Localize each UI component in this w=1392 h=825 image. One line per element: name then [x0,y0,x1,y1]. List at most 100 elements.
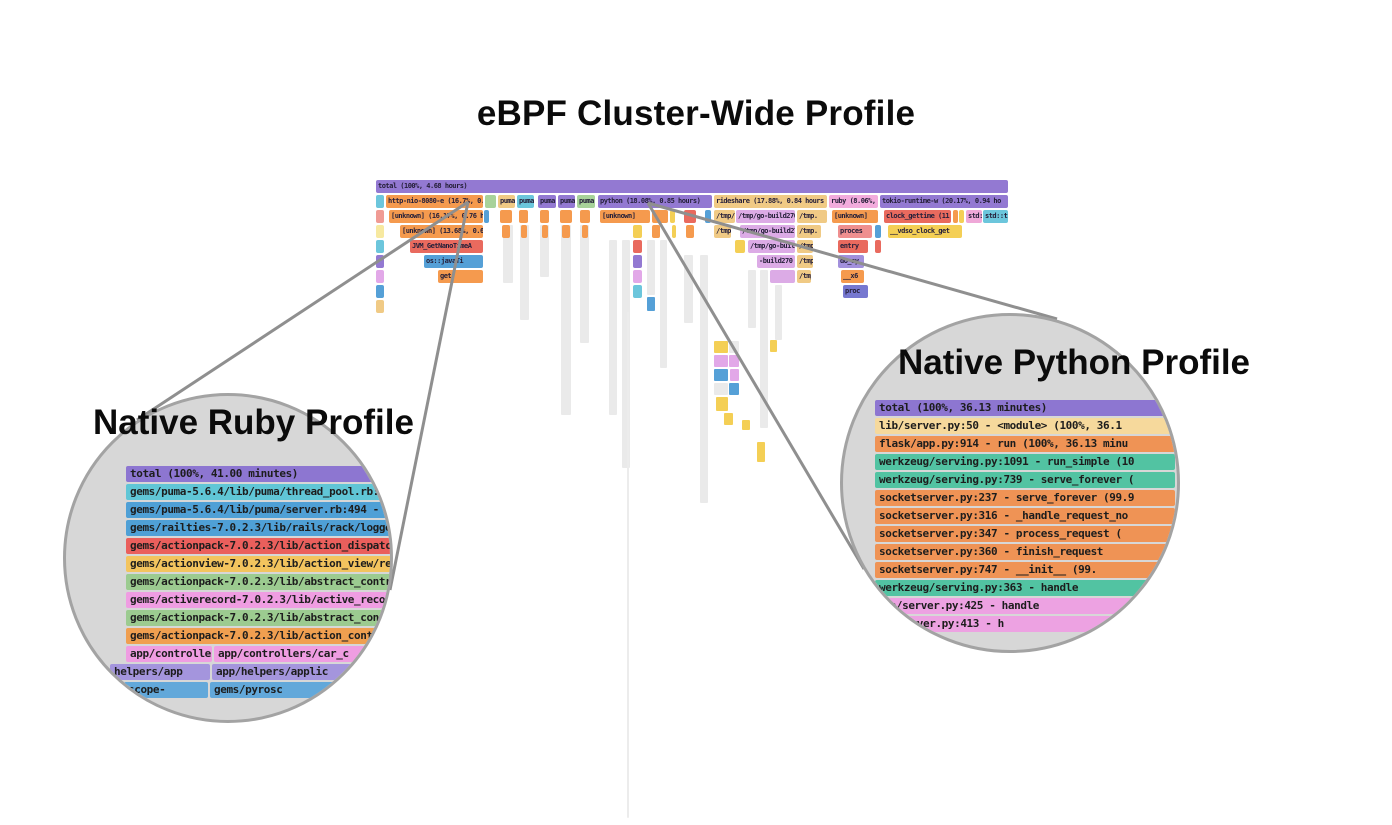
flame-cell[interactable] [633,285,642,298]
flame-cell[interactable]: puma [577,195,595,208]
flame-cell[interactable]: /tmp/s [714,210,735,223]
flame-cell[interactable]: puma [558,195,575,208]
flame-cell[interactable] [672,225,676,238]
flame-cell[interactable] [502,225,510,238]
flame-cell[interactable] [735,240,745,253]
python-flame-row[interactable]: lib/server.py:50 - <module> (100%, 36.1 [875,418,1175,434]
flame-cell[interactable]: total (100%, 4.68 hours) [376,180,1008,193]
flame-cell[interactable]: /tmp [714,225,731,238]
flame-cell[interactable]: os::javaTi [424,255,483,268]
ruby-flame-row[interactable]: helpers/app [110,664,210,680]
ruby-flame-row[interactable]: gems/actionpack-7.0.2.3/lib/abstract_con… [126,610,390,626]
flame-cell[interactable] [560,210,572,223]
python-flame-row[interactable]: socketserver.py:237 - serve_forever (99.… [875,490,1175,506]
flame-cell[interactable]: rideshare (17.88%, 0.84 hours [714,195,827,208]
flame-cell[interactable]: /tmp/go-build270 [740,225,795,238]
flame-cell[interactable] [652,225,660,238]
flame-cell[interactable]: [unknown] (16.17%, 0.76 ho [389,210,483,223]
flame-cell[interactable]: std: [966,210,982,223]
ruby-flame-row[interactable]: gems/actionpack-7.0.2.3/lib/action_dispa… [126,538,390,554]
flame-cell[interactable]: puma [538,195,556,208]
ruby-flame-row[interactable]: gems/actionview-7.0.2.3/lib/action_view/… [126,556,390,572]
ruby-flame-row[interactable]: gems/pyrosc [210,682,390,698]
flame-cell[interactable] [580,210,590,223]
flame-cell[interactable] [376,225,384,238]
flame-cell[interactable]: std::t [983,210,1008,223]
ruby-flame-row[interactable]: gems/activerecord-7.0.2.3/lib/active_rec… [126,592,390,608]
python-flame-row[interactable]: socketserver.py:316 - _handle_request_no [875,508,1175,524]
flame-cell[interactable]: puma [517,195,534,208]
flame-cell[interactable] [376,270,384,283]
flame-cell[interactable] [633,240,642,253]
flame-cell[interactable] [376,240,384,253]
flame-cell[interactable]: /tmp/go-build270 [736,210,795,223]
flame-cell[interactable] [686,225,694,238]
flame-cell[interactable]: [unknown] [832,210,878,223]
ruby-flame-row[interactable]: scope- [124,682,208,698]
flame-cell[interactable] [875,225,881,238]
ruby-flame-row[interactable]: app/controllers [126,646,212,662]
flame-cell[interactable]: proc [843,285,868,298]
ruby-flame-row[interactable]: gems/puma-5.6.4/lib/puma/thread_pool.rb:… [126,484,390,500]
flame-cell[interactable]: /tmp. [797,210,827,223]
flame-cell[interactable]: /tmp. [797,270,811,283]
python-flame-row[interactable]: http/server.py:413 - h [863,616,1163,632]
flame-cell[interactable]: proces [838,225,872,238]
ruby-flame-row[interactable]: gems/railties-7.0.2.3/lib/rails/rack/log… [126,520,390,536]
flame-cell[interactable]: [unknown] [600,210,650,223]
flame-cell[interactable] [582,225,588,238]
flame-cell[interactable] [770,270,795,283]
ruby-flame-row[interactable]: app/controllers/car_c [214,646,390,662]
flame-cell[interactable] [376,300,384,313]
flame-cell[interactable]: get [438,270,483,283]
flame-cell[interactable] [633,255,642,268]
flame-cell[interactable]: -build270 [757,255,795,268]
flame-cell[interactable] [376,195,384,208]
python-flame-row[interactable]: http/server.py:425 - handle [867,598,1167,614]
ruby-flame-row[interactable]: app/helpers/applic [212,664,390,680]
flame-cell[interactable]: __vdso_clock_get [888,225,962,238]
flame-cell[interactable]: puma [498,195,515,208]
flame-cell[interactable]: python (18.08%, 0.85 hours) [598,195,712,208]
flame-cell[interactable]: ruby (8.06%, [829,195,878,208]
flame-cell[interactable] [484,210,489,223]
flame-cell[interactable]: /tmp/go-build270 [748,240,795,253]
flame-cell[interactable] [705,210,711,223]
python-flame-row[interactable]: werkzeug/serving.py:363 - handle [875,580,1175,596]
flame-cell[interactable]: http-nio-8080-e (16.7%, 0.7 [386,195,483,208]
flame-cell[interactable] [540,210,549,223]
python-flame-row[interactable]: socketserver.py:360 - finish_request [875,544,1175,560]
flame-cell[interactable]: /tmp. [797,225,821,238]
flame-cell[interactable]: entry [838,240,868,253]
flame-cell[interactable] [652,210,668,223]
flame-cell[interactable] [875,240,881,253]
flame-cell[interactable] [953,210,958,223]
flame-cell[interactable] [959,210,964,223]
flame-cell[interactable]: clock_gettime (11 [884,210,951,223]
flame-cell[interactable] [521,225,527,238]
flame-cell[interactable]: tokio-runtime-w (20.17%, 0.94 ho [880,195,1008,208]
flame-cell[interactable] [485,195,496,208]
flame-cell[interactable] [562,225,570,238]
flame-cell[interactable] [670,210,675,223]
flame-cell[interactable] [633,270,642,283]
flame-cell[interactable] [500,210,512,223]
flame-cell[interactable]: /tmp. [797,255,813,268]
flame-cell[interactable] [542,225,548,238]
ruby-flame-row[interactable]: gems/puma-5.6.4/lib/puma/server.rb:494 -… [126,502,390,518]
flame-cell[interactable] [633,225,642,238]
flame-cell[interactable] [376,210,384,223]
ruby-flame-row[interactable]: gems/actionpack-7.0.2.3/lib/abstract_con… [126,574,390,590]
ruby-flame-row[interactable]: total (100%, 41.00 minutes) [126,466,390,482]
flame-cell[interactable] [376,285,384,298]
python-flame-row[interactable]: werkzeug/serving.py:739 - serve_forever … [875,472,1175,488]
python-flame-row[interactable]: total (100%, 36.13 minutes) [875,400,1175,416]
python-flame-row[interactable]: socketserver.py:347 - process_request ( [875,526,1175,542]
ruby-flame-row[interactable]: gems/actionpack-7.0.2.3/lib/action_contr [126,628,390,644]
flame-cell[interactable] [519,210,528,223]
python-flame-row[interactable]: flask/app.py:914 - run (100%, 36.13 minu [875,436,1175,452]
python-flame-row[interactable]: werkzeug/serving.py:1091 - run_simple (1… [875,454,1175,470]
flame-cell[interactable]: __x6 [841,270,864,283]
flame-cell[interactable]: JVM_GetNanoTimeA [410,240,483,253]
python-flame-row[interactable]: socketserver.py:747 - __init__ (99. [875,562,1175,578]
